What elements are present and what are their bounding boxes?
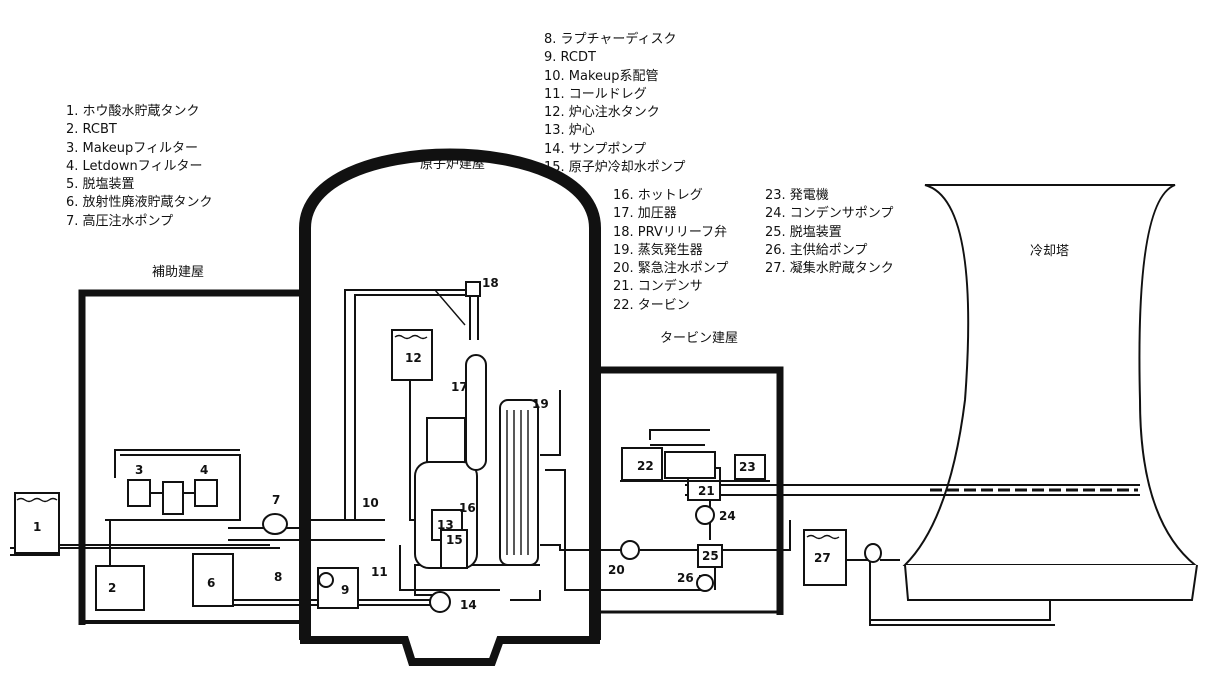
component-number: 9: [341, 583, 349, 597]
component-number: 15: [446, 533, 463, 547]
radwaste-tank: [192, 553, 234, 607]
component-number: 19: [532, 397, 549, 411]
legend-item: 4. Letdownフィルター: [66, 158, 203, 174]
legend-item: 24. コンデンサポンプ: [765, 206, 894, 222]
component-number: 22: [637, 459, 654, 473]
legend-item: 23. 発電機: [765, 188, 829, 203]
cooling-tower: [902, 184, 1198, 566]
component-number: 25: [702, 549, 719, 563]
legend-item: 17. 加圧器: [613, 206, 677, 222]
legend-item: 22. タービン: [613, 297, 690, 313]
component-number: 27: [814, 551, 831, 565]
containment-floor: [300, 636, 600, 666]
cooling-tower-basin: [904, 564, 1198, 601]
turbine-building-wall: [598, 366, 784, 615]
legend-item: 9. RCDT: [544, 50, 596, 66]
component-number: 14: [460, 598, 477, 612]
core-flood-tank: [391, 329, 433, 381]
legend-item: 13. 炉心: [544, 123, 595, 139]
cooling-tower-label: 冷却塔: [1030, 244, 1069, 259]
hpi-pump: [262, 513, 288, 535]
component-number: 13: [437, 518, 454, 532]
legend-reactor: 8. ラプチャーディスク 9. RCDT 10. Makeup系配管 11. コ…: [544, 31, 685, 177]
legend-item: 14. サンプポンプ: [544, 141, 647, 157]
legend-item: 5. 脱塩装置: [66, 177, 135, 193]
legend-item: 10. Makeup系配管: [544, 68, 659, 84]
prv-relief-valve: [465, 281, 481, 297]
piping: [10, 289, 1140, 626]
steam-generator: [499, 399, 539, 566]
legend-item: 12. 炉心注水タンク: [544, 105, 660, 121]
component-number: 1: [33, 520, 41, 534]
legend-item: 16. ホットレグ: [613, 188, 703, 203]
component-number: 21: [698, 484, 715, 498]
legend-item: 11. コールドレグ: [544, 86, 647, 102]
turbine-building-label: タービン建屋: [660, 331, 738, 346]
component-number: 7: [272, 493, 280, 507]
sump-pump: [429, 591, 451, 613]
component-number: 11: [371, 565, 388, 579]
boric-acid-tank: [14, 492, 60, 554]
legend-item: 19. 蒸気発生器: [613, 242, 703, 258]
component-number: 20: [608, 563, 625, 577]
reactor-coolant-pump: [440, 529, 468, 569]
legend-item: 2. RCBT: [66, 122, 117, 138]
cooling-water-pump: [864, 543, 882, 563]
component-number: 4: [200, 463, 208, 477]
legend-item: 3. Makeupフィルター: [66, 140, 199, 156]
legend-item: 18. PRVリリーフ弁: [613, 224, 728, 240]
legend-item: 20. 緊急注水ポンプ: [613, 261, 729, 277]
legend-item: 1. ホウ酸水貯蔵タンク: [66, 104, 200, 119]
component-number: 6: [207, 576, 215, 590]
auxiliary-building-label: 補助建屋: [152, 265, 204, 280]
component-number: 10: [362, 496, 379, 510]
legend-item: 8. ラプチャーディスク: [544, 32, 677, 47]
emergency-feed-pump: [620, 540, 640, 560]
component-number: 3: [135, 463, 143, 477]
legend-item: 6. 放射性廃液貯蔵タンク: [66, 195, 213, 211]
auxiliary-building-wall: [78, 289, 302, 625]
component-number: 12: [405, 351, 422, 365]
component-number: 2: [108, 581, 116, 595]
filters-and-demineralizer: [127, 479, 218, 515]
legend-item: 7. 高圧注水ポンプ: [66, 213, 174, 229]
legend-item: 21. コンデンサ: [613, 279, 703, 295]
component-number: 18: [482, 276, 499, 290]
condensate-polisher: [697, 544, 723, 568]
legend-primary: 16. ホットレグ 17. 加圧器 18. PRVリリーフ弁 19. 蒸気発生器…: [613, 187, 728, 315]
main-feed-pump: [696, 574, 714, 592]
containment-wall: [299, 148, 601, 640]
component-number: 23: [739, 460, 756, 474]
pressurizer: [465, 354, 487, 471]
component-number: 17: [451, 380, 468, 394]
rcbt-tank: [95, 565, 145, 611]
condensate-storage-tank: [803, 529, 847, 586]
legend-secondary: 23. 発電機 24. コンデンサポンプ 25. 脱塩装置 26. 主供給ポンプ…: [765, 187, 894, 278]
rupture-disk: [318, 572, 334, 588]
legend-item: 15. 原子炉冷却水ポンプ: [544, 160, 686, 176]
legend-item: 26. 主供給ポンプ: [765, 242, 868, 258]
turbine: [621, 447, 716, 481]
component-number: 24: [719, 509, 736, 523]
component-number: 5: [168, 490, 176, 504]
condensate-pump: [695, 505, 715, 525]
legend-item: 27. 凝集水貯蔵タンク: [765, 261, 894, 277]
component-number: 16: [459, 501, 476, 515]
legend-item: 25. 脱塩装置: [765, 224, 842, 240]
legend-auxiliary: 1. ホウ酸水貯蔵タンク 2. RCBT 3. Makeupフィルター 4. L…: [66, 103, 213, 231]
component-number: 8: [274, 570, 282, 584]
generator: [734, 454, 766, 480]
component-number: 26: [677, 571, 694, 585]
